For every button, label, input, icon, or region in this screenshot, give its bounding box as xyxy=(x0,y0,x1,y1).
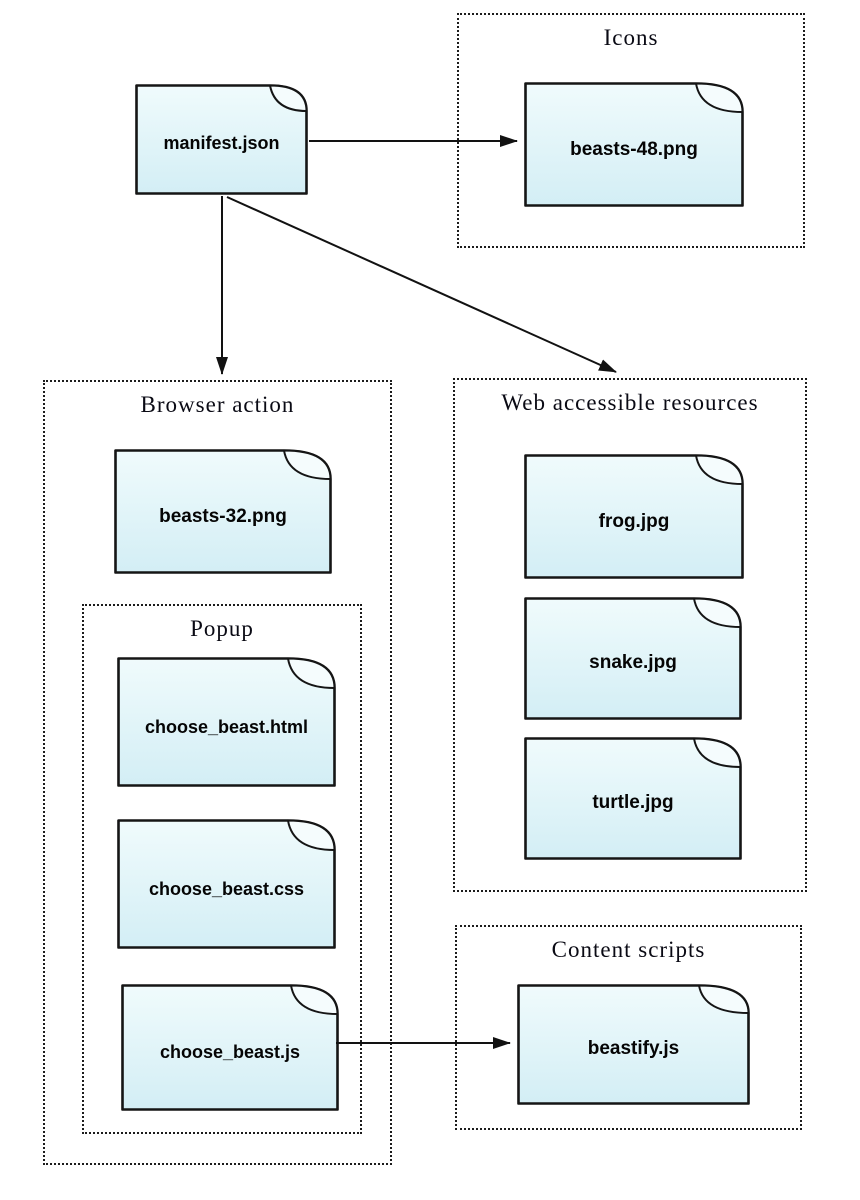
document-shape-icon xyxy=(524,454,744,579)
file-label: beasts-48.png xyxy=(570,138,698,160)
file-label: beastify.js xyxy=(587,1038,680,1060)
file-label: choose_beast.html xyxy=(144,716,309,737)
file-node-frog-jpg: frog.jpg xyxy=(524,454,744,579)
file-node-beasts-48-png: beasts-48.png xyxy=(524,82,744,207)
group-icons-title: Icons xyxy=(603,25,659,50)
file-node-snake-jpg: snake.jpg xyxy=(524,597,742,720)
group-browser-action-title: Browser action xyxy=(140,392,295,417)
file-label: choose_beast.css xyxy=(148,878,305,899)
document-shape-icon xyxy=(524,737,742,860)
group-web-accessible-resources-title: Web accessible resources xyxy=(501,390,759,415)
document-shape-icon xyxy=(121,984,339,1111)
document-shape-icon xyxy=(117,819,336,949)
file-node-beasts-32-png: beasts-32.png xyxy=(114,449,332,574)
file-label: beasts-32.png xyxy=(159,505,287,527)
file-label: choose_beast.js xyxy=(159,1042,301,1063)
group-content-scripts-title: Content scripts xyxy=(551,937,706,962)
document-shape-icon xyxy=(135,84,308,195)
file-node-turtle-jpg: turtle.jpg xyxy=(524,737,742,860)
group-content-scripts: Content scripts beastify.js xyxy=(455,925,802,1130)
file-node-beastify-js: beastify.js xyxy=(517,984,750,1105)
file-node-choose-beast-css: choose_beast.css xyxy=(117,819,336,949)
file-label: manifest.json xyxy=(163,133,280,154)
group-web-accessible-resources: Web accessible resources frog.jpg snake.… xyxy=(453,378,807,892)
document-shape-icon xyxy=(114,449,332,574)
file-node-manifest-json: manifest.json xyxy=(135,84,308,195)
group-icons: Icons beasts-48.png xyxy=(457,13,805,248)
document-shape-icon xyxy=(117,657,336,787)
file-node-choose-beast-js: choose_beast.js xyxy=(121,984,339,1111)
file-label: frog.jpg xyxy=(598,510,670,532)
group-popup: Popup choose_beast.html choose_beast.css… xyxy=(82,604,362,1134)
file-label: snake.jpg xyxy=(589,652,677,674)
file-node-choose-beast-html: choose_beast.html xyxy=(117,657,336,787)
group-popup-title: Popup xyxy=(190,616,254,641)
document-shape-icon xyxy=(524,82,744,207)
group-browser-action: Browser action beasts-32.png Popup choos… xyxy=(43,380,392,1165)
file-label: turtle.jpg xyxy=(592,792,674,814)
document-shape-icon xyxy=(517,984,750,1105)
document-shape-icon xyxy=(524,597,742,720)
